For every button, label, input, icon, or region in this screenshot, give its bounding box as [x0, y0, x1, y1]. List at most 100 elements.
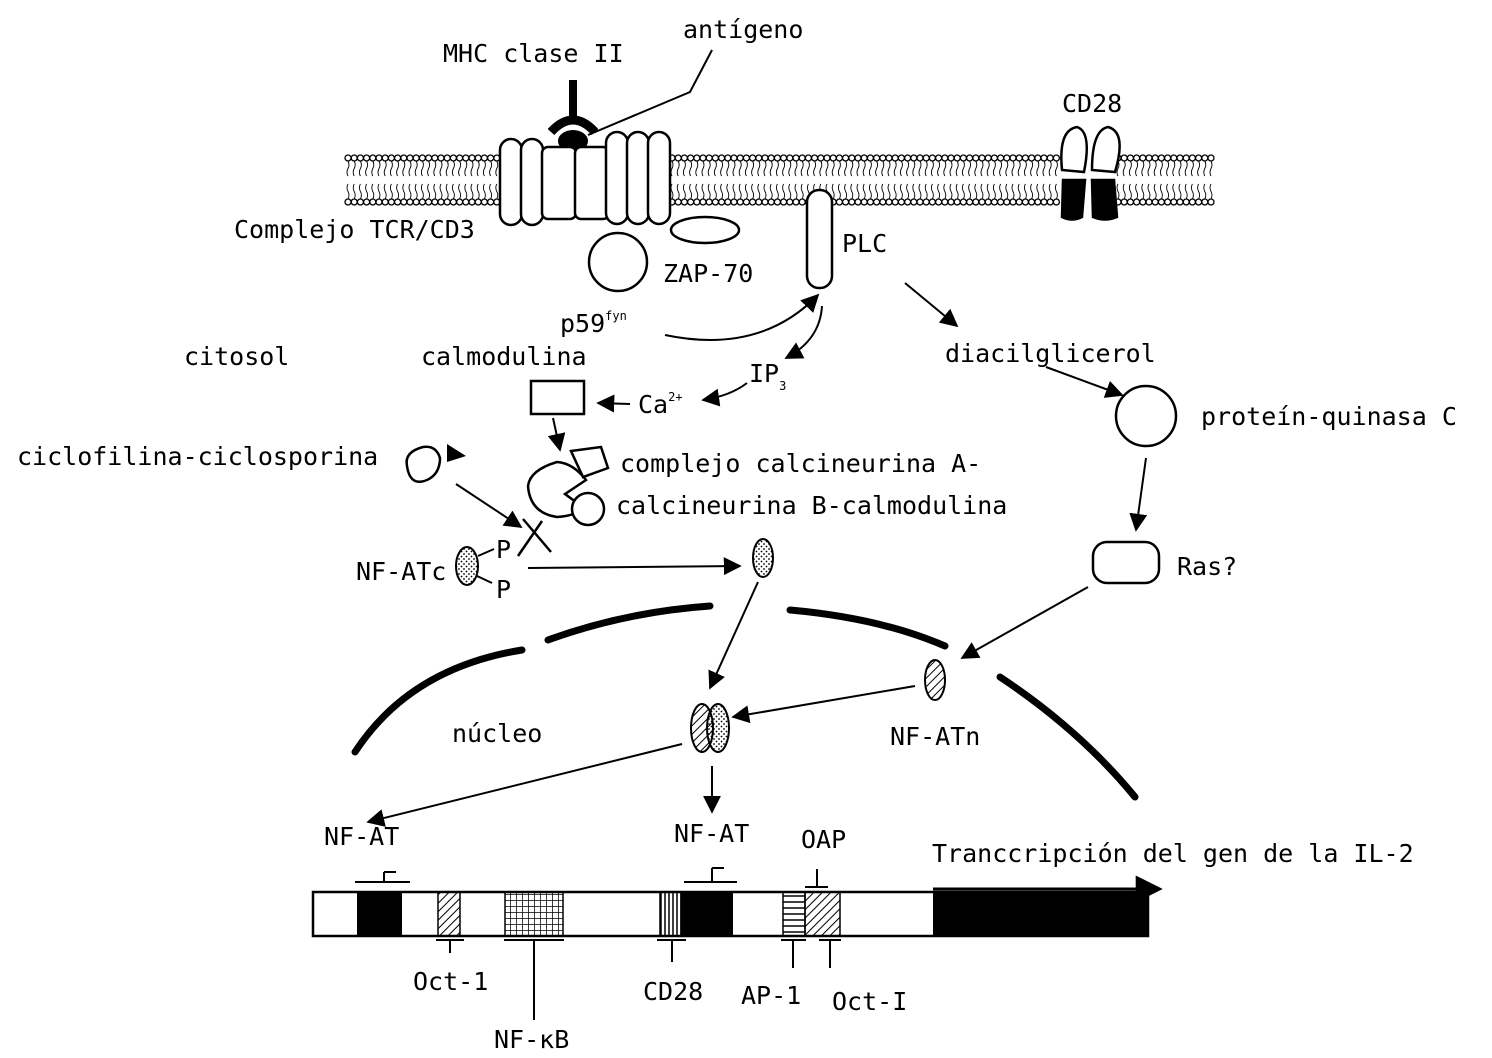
mhc-label: MHC clase II: [443, 39, 624, 68]
lipid-tail: [757, 183, 761, 200]
lipid-tail: [396, 183, 400, 200]
lipid-head: [1207, 154, 1215, 162]
lipid-head: [1170, 198, 1178, 206]
lipid-head: [984, 198, 992, 206]
lipid-head: [860, 198, 868, 206]
lipid-tail: [1011, 183, 1015, 200]
lipid-tail: [1178, 183, 1182, 200]
lipid-head: [406, 154, 414, 162]
lipid-tail: [358, 160, 362, 177]
lipid-head: [798, 198, 806, 206]
lipid-tail: [346, 160, 350, 177]
tcr-complex-label: Complejo TCR/CD3: [234, 215, 475, 244]
calcium-label: Ca2+: [638, 390, 683, 419]
lipid-head: [1003, 154, 1011, 162]
lipid-tail: [930, 183, 934, 200]
lipid-head: [835, 154, 844, 162]
lipid-tail: [414, 160, 418, 177]
lipid-tail: [862, 183, 866, 200]
lipid-tail: [701, 160, 705, 177]
lipid-head: [1157, 198, 1166, 206]
lipid-head: [1034, 198, 1042, 206]
lipid-head: [1003, 198, 1011, 206]
lipid-head: [1207, 198, 1215, 206]
lipid-head: [1182, 154, 1190, 162]
lipid-tail: [464, 160, 468, 177]
lipid-tail: [707, 183, 711, 200]
inhibition-cross: [516, 518, 552, 557]
lipid-head: [1170, 154, 1178, 162]
lipid-head: [1139, 154, 1147, 162]
lipid-tail: [1135, 183, 1139, 200]
lipid-head: [369, 154, 377, 162]
lipid-tail: [813, 160, 817, 177]
lipid-tail: [819, 160, 823, 177]
lipid-head: [393, 154, 402, 162]
lipid-head: [431, 154, 439, 162]
lipid-tail: [912, 183, 916, 200]
lipid-tail: [775, 183, 779, 200]
lipid-tail: [992, 183, 996, 200]
lipid-head: [1052, 154, 1061, 162]
lipid-tail: [1128, 160, 1132, 177]
lipid-tail: [782, 160, 786, 177]
lipid-tail: [794, 160, 798, 177]
lipid-tail: [458, 160, 462, 177]
lipid-tail: [445, 183, 449, 200]
lipid-head: [854, 154, 862, 162]
zap70-label: ZAP-70: [663, 259, 753, 288]
lipid-tail: [961, 160, 965, 177]
calmodulin-label: calmodulina: [421, 342, 587, 371]
lipid-head: [990, 154, 999, 162]
lipid-tail: [980, 160, 984, 177]
lipid-tail: [837, 183, 841, 200]
lipid-head: [400, 154, 408, 162]
lipid-head: [984, 154, 992, 162]
lipid-tail: [470, 183, 474, 200]
lipid-head: [1145, 154, 1153, 162]
lipid-tail: [1005, 183, 1009, 200]
calcineurin-complex: [526, 445, 610, 527]
lipid-head: [468, 154, 476, 162]
lipid-tail: [782, 183, 786, 200]
lipid-tail: [689, 183, 693, 200]
lipid-tail: [352, 160, 356, 177]
lipid-head: [1132, 154, 1141, 162]
transcription-label: Tranccripción del gen de la IL-2: [932, 839, 1414, 868]
nfatc-label: NF-ATc: [356, 557, 446, 586]
lipid-head: [424, 198, 433, 206]
lipid-head: [1163, 154, 1172, 162]
lipid-tail: [800, 160, 804, 177]
lipid-head: [424, 154, 433, 162]
lipid-tail: [744, 183, 748, 200]
diacylglycerol-label: diacilglicerol: [945, 339, 1156, 368]
lipid-tail: [1172, 160, 1176, 177]
lipid-head: [711, 198, 720, 206]
lipid-head: [990, 198, 999, 206]
lipid-tail: [489, 183, 493, 200]
lipid-head: [891, 198, 899, 206]
pkc-label: proteín-quinasa C: [1201, 402, 1457, 431]
lipid-head: [724, 154, 732, 162]
lipid-tail: [844, 183, 848, 200]
lipid-head: [1126, 154, 1135, 162]
lipid-tail: [1147, 183, 1151, 200]
lipid-head: [680, 198, 689, 206]
lipid-tail: [1005, 160, 1009, 177]
lipid-tail: [445, 160, 449, 177]
lipid-head: [922, 198, 930, 206]
lipid-tail: [1135, 160, 1139, 177]
lipid-head: [1201, 154, 1209, 162]
cd28-receptor-label: CD28: [1062, 89, 1122, 118]
nucleus-label: núcleo: [452, 719, 542, 748]
lipid-tail: [420, 183, 424, 200]
lipid-head: [903, 198, 912, 206]
pathway-arrows: [366, 282, 1148, 827]
lipid-tail: [949, 183, 953, 200]
nfkb-label: NF-κB: [494, 1025, 569, 1054]
lipid-tail: [346, 183, 350, 200]
lipid-tail: [937, 183, 941, 200]
lipid-tail: [1159, 183, 1163, 200]
lipid-tail: [980, 183, 984, 200]
lipid-head: [1021, 154, 1030, 162]
